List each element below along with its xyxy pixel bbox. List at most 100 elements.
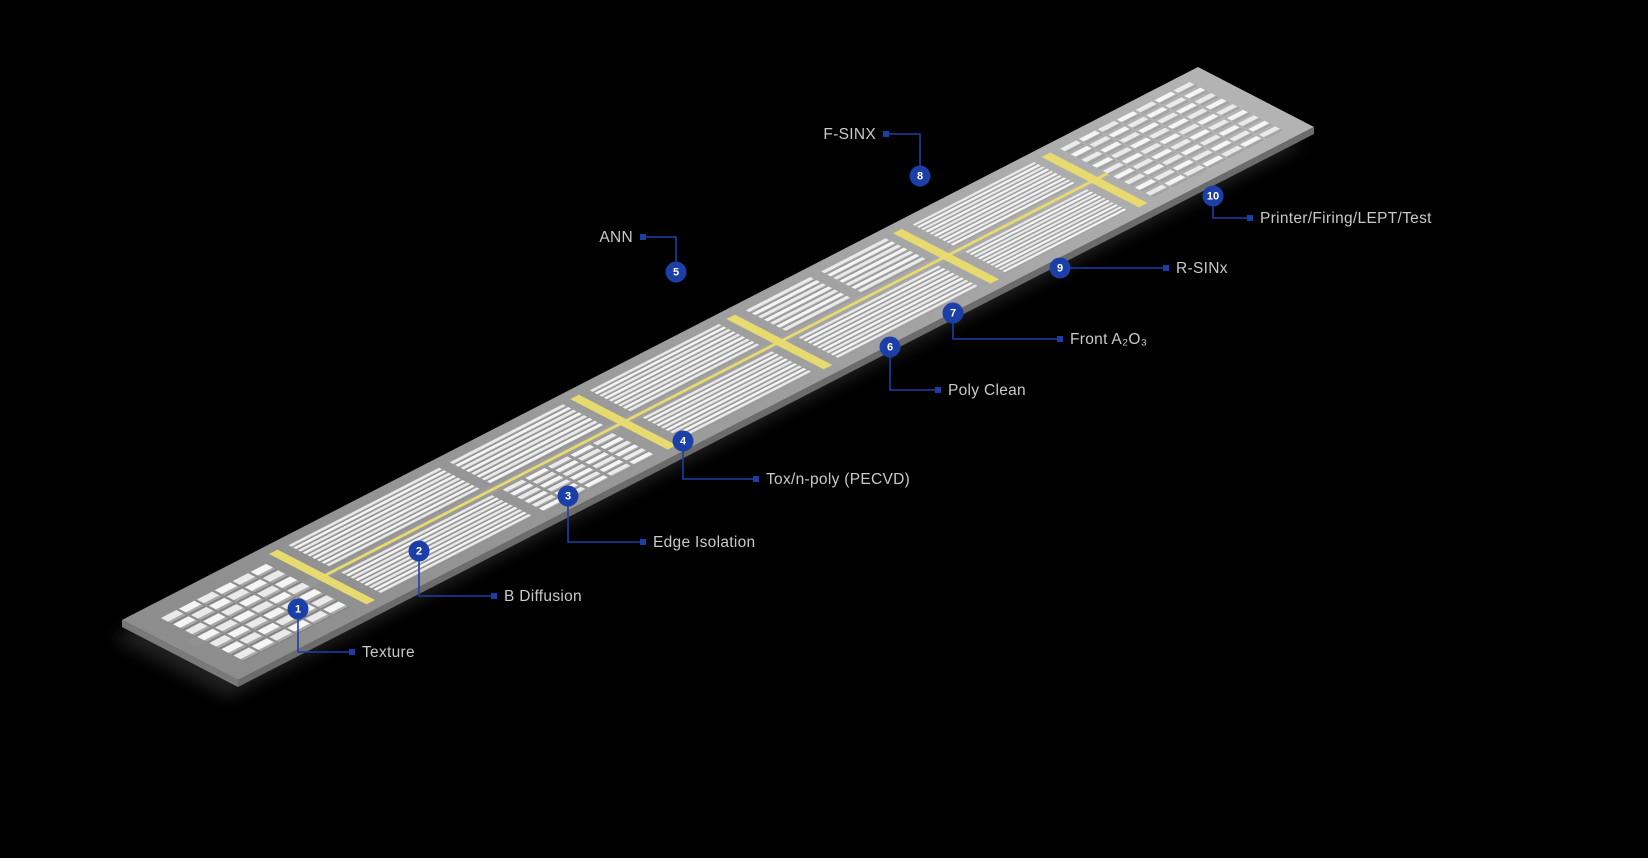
marker-circle[interactable]	[557, 485, 579, 507]
marker-circle[interactable]	[665, 261, 687, 283]
tool-top	[603, 331, 736, 400]
tool-top	[600, 436, 624, 450]
tool-top	[592, 455, 616, 469]
tool-top	[214, 582, 238, 594]
tool-top	[455, 406, 572, 467]
tool-top	[607, 440, 632, 453]
tool-top	[1119, 131, 1141, 143]
tool-top	[232, 573, 256, 585]
tool-top	[173, 616, 196, 628]
tool-top	[950, 181, 1075, 246]
floor-front-edge	[238, 127, 1314, 687]
tool-top	[798, 265, 942, 339]
bank-tops	[288, 467, 480, 567]
equipment-bank-b-diffusion-front	[341, 495, 533, 594]
tool-top	[839, 247, 908, 283]
tool-top	[196, 591, 220, 604]
tool-top	[1172, 159, 1194, 171]
tool-top	[763, 286, 832, 322]
bank-tops	[589, 324, 760, 412]
tool-top	[1164, 174, 1186, 186]
tool-top	[1216, 104, 1238, 116]
marker-number: 2	[416, 546, 422, 558]
tool-top	[471, 415, 588, 475]
tool-top	[782, 295, 851, 331]
leader-line	[886, 133, 921, 176]
tool-top	[307, 477, 461, 557]
tool-top	[368, 509, 522, 589]
marker-circle[interactable]	[1049, 257, 1071, 279]
tool-top	[825, 279, 969, 354]
tool-top	[263, 607, 286, 619]
tool-top	[1161, 154, 1184, 165]
tool-top	[1078, 130, 1100, 142]
equipment-bank-mid-tools-back	[449, 404, 605, 484]
tool-top	[606, 463, 631, 476]
marker-circle[interactable]	[287, 598, 309, 620]
tool-top	[803, 267, 946, 342]
marker-number: 6	[887, 342, 893, 354]
marker-number: 10	[1207, 191, 1219, 203]
tool-top	[933, 172, 1058, 237]
tool-top	[1129, 137, 1151, 149]
tool-top	[203, 613, 226, 625]
marker-circle[interactable]	[879, 336, 901, 358]
equipment-bank-texture-rows	[160, 563, 350, 662]
tool-top	[807, 270, 951, 344]
tool-top	[251, 601, 274, 613]
marker-circle[interactable]	[942, 302, 964, 324]
leader-line	[418, 551, 494, 597]
tool-top	[1189, 129, 1211, 141]
tool-top	[220, 604, 244, 616]
tool-top	[190, 607, 214, 619]
leader-line	[567, 496, 643, 543]
tool-top	[1202, 155, 1224, 167]
tool-top	[262, 570, 286, 582]
tool-top	[1183, 165, 1205, 177]
tool-top	[311, 479, 466, 559]
equipment-bank-pecvd-front	[642, 351, 813, 439]
bank-tops	[449, 404, 603, 484]
tool-top	[642, 351, 775, 420]
walkway-cross	[269, 549, 376, 605]
marker-circle[interactable]	[672, 430, 694, 452]
tool-top	[1175, 102, 1197, 114]
tool-top	[845, 250, 914, 286]
tool-top	[244, 579, 268, 591]
leader-dot	[753, 476, 759, 482]
tool-top	[509, 483, 534, 496]
tool-top	[660, 360, 793, 429]
tool-top	[973, 193, 1098, 258]
tool-top	[1132, 158, 1154, 170]
tool-top	[233, 647, 256, 660]
bank-tops	[502, 433, 653, 511]
tool-top	[1186, 108, 1208, 120]
tool-top	[476, 417, 593, 478]
tool-top	[1199, 134, 1221, 146]
tool-top	[627, 343, 760, 412]
marker-label: Printer/Firing/LEPT/Test	[1260, 210, 1432, 227]
tool-top	[977, 195, 1102, 260]
tool-top	[608, 333, 741, 402]
tool-top	[622, 341, 755, 409]
marker-circle[interactable]	[909, 165, 931, 187]
tool-top	[1170, 138, 1192, 150]
bank-tops	[1059, 82, 1281, 196]
tool-top	[985, 199, 1110, 264]
tool-top	[297, 472, 452, 552]
tool-top	[226, 588, 250, 601]
marker-circle[interactable]	[1202, 185, 1224, 207]
tool-top	[227, 625, 250, 638]
leader-line	[643, 236, 677, 272]
process-marker-2: 2B Diffusion	[408, 540, 582, 605]
marker-circle[interactable]	[408, 540, 430, 562]
tool-top	[449, 404, 566, 464]
tool-top	[1097, 120, 1119, 132]
tool-top	[1135, 101, 1157, 113]
tool-top	[1240, 136, 1262, 147]
tool-top	[937, 175, 1062, 239]
tool-top	[1089, 136, 1111, 148]
